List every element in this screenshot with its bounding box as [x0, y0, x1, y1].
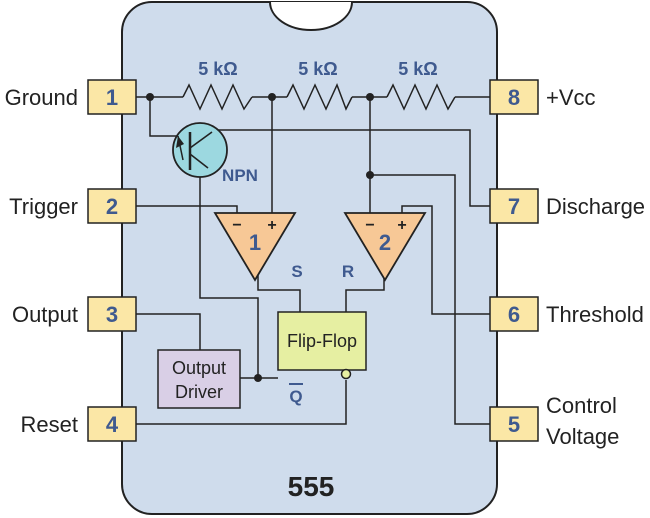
resistor-3-label: 5 kΩ [398, 59, 437, 79]
transistor-label: NPN [222, 166, 258, 185]
chip-notch [269, 1, 353, 31]
pin-8: 8 +Vcc [489, 79, 596, 115]
pin-8-label: +Vcc [546, 85, 596, 110]
pin-5-label-line2: Voltage [546, 424, 619, 449]
flipflop-r-label: R [342, 262, 354, 281]
comparator-1-number: 1 [249, 230, 261, 255]
pin-3: 3 Output [12, 296, 137, 332]
pin-2-label: Trigger [9, 194, 78, 219]
junctions [146, 93, 374, 382]
output-driver-line2: Driver [175, 382, 223, 402]
pin-3-label: Output [12, 302, 78, 327]
pin-5-number: 5 [508, 412, 520, 437]
resistor-1-label: 5 kΩ [198, 59, 237, 79]
pin-6: 6 Threshold [489, 296, 644, 332]
resistor-2-label: 5 kΩ [298, 59, 337, 79]
flipflop-block: Flip-Flop Q [277, 311, 367, 406]
wiring [136, 96, 490, 425]
pin-6-number: 6 [508, 302, 520, 327]
reset-inversion-bubble [340, 368, 352, 380]
pin-7: 7 Discharge [489, 188, 645, 224]
pin-3-number: 3 [106, 302, 118, 327]
flipflop-label: Flip-Flop [287, 331, 357, 351]
pin-4-number: 4 [106, 412, 119, 437]
pin-6-label: Threshold [546, 302, 644, 327]
chip-label: 555 [288, 471, 335, 502]
comparator-1-plus: + [267, 217, 276, 234]
npn-transistor: NPN [172, 122, 258, 185]
flipflop-s-label: S [291, 262, 302, 281]
pin-5-label-line1: Control [546, 393, 617, 418]
comparator-2-number: 2 [379, 230, 391, 255]
pin-1: 1 Ground [5, 79, 137, 115]
pin-4-label: Reset [21, 412, 78, 437]
pin-2: 2 Trigger [9, 188, 137, 224]
resistor-2: 5 kΩ [286, 59, 353, 111]
output-driver-block: Output Driver [157, 349, 241, 409]
pin-2-number: 2 [106, 194, 118, 219]
pin-7-number: 7 [508, 194, 520, 219]
pin-1-number: 1 [106, 85, 118, 110]
pin-7-label: Discharge [546, 194, 645, 219]
pin-5: 5 Control Voltage [489, 393, 619, 449]
resistor-3: 5 kΩ [386, 59, 456, 111]
comparator-2-plus: + [397, 217, 406, 234]
resistor-1: 5 kΩ [182, 59, 253, 111]
comparator-2: − + 2 R [342, 212, 427, 282]
comparator-1: − + 1 S [213, 212, 303, 282]
pin-8-number: 8 [508, 85, 520, 110]
pin-4: 4 Reset [21, 406, 137, 442]
comparator-1-minus: − [232, 217, 241, 234]
flipflop-qbar-label: Q [289, 387, 302, 406]
output-driver-line1: Output [172, 358, 226, 378]
comparator-2-minus: − [365, 217, 374, 234]
pin-1-label: Ground [5, 85, 78, 110]
